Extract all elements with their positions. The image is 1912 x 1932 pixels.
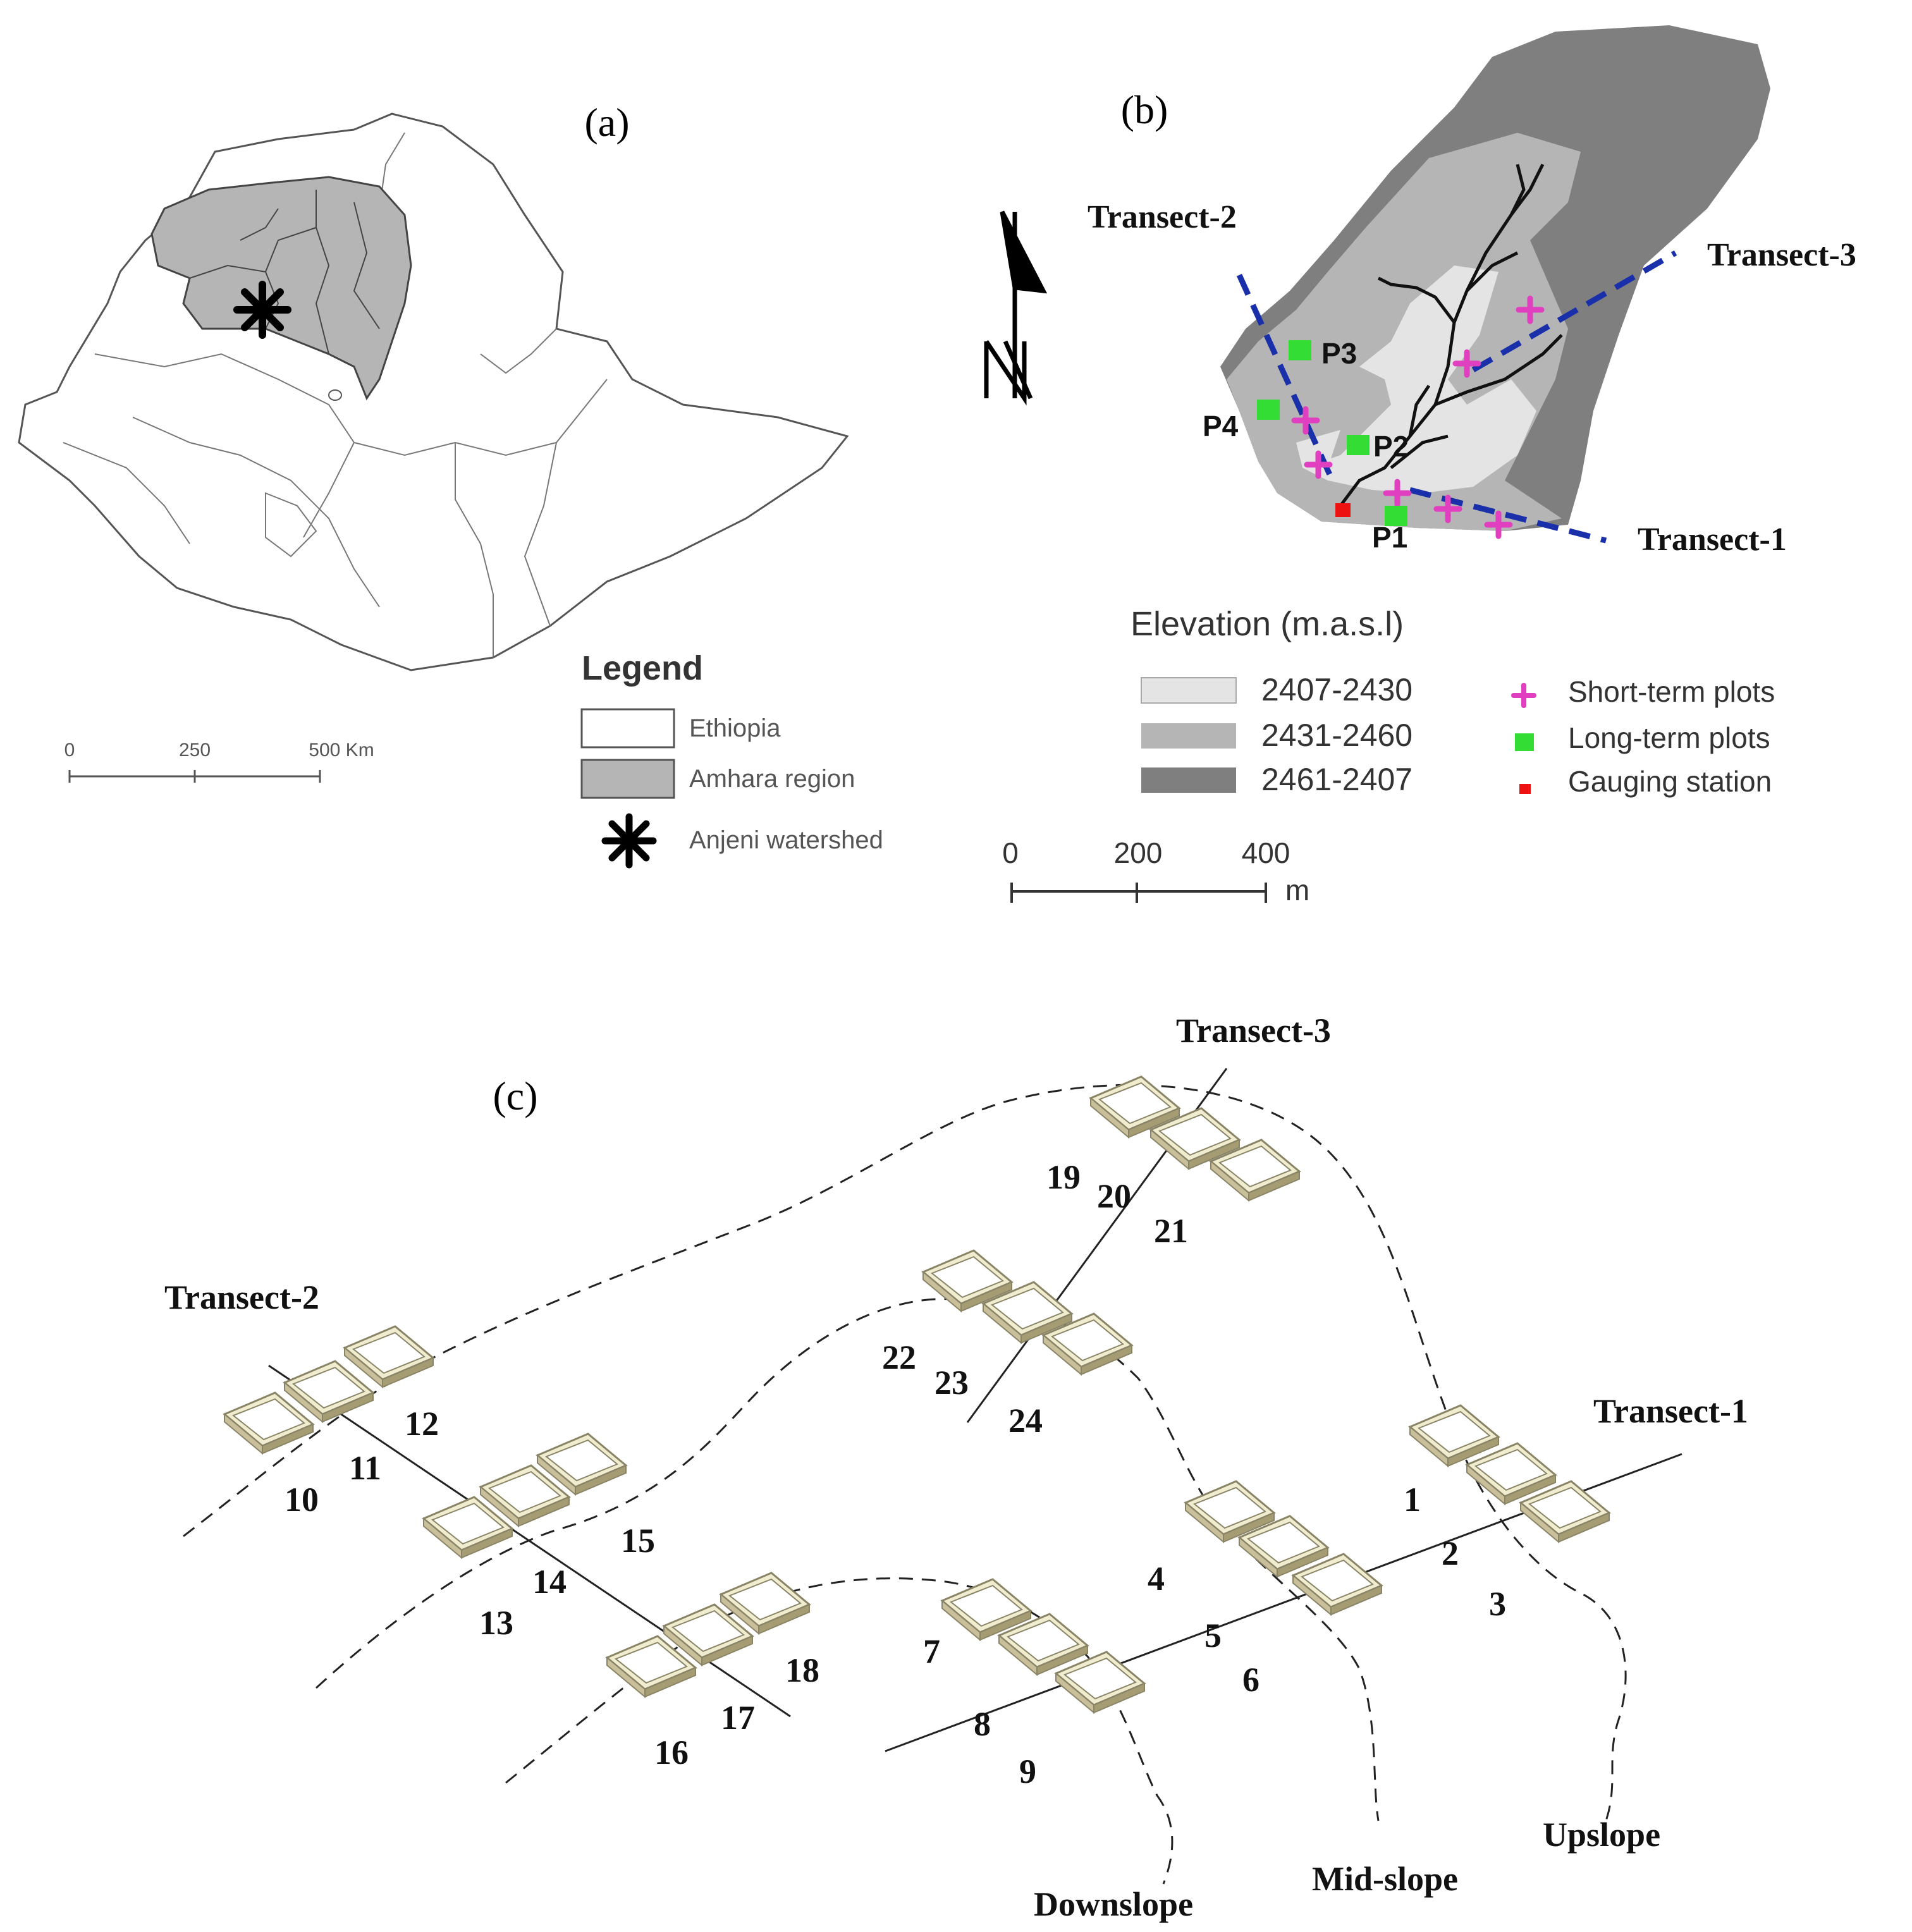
plot-number: 3 [1489,1585,1506,1623]
legend-label-ethiopia: Ethiopia [689,714,781,742]
legend-swatch-ethiopia [580,708,675,749]
lake [328,389,342,401]
scale-bar-b: 0 200 400 m [1002,836,1309,907]
scale-a-tick-0: 0 [64,740,75,761]
panel-b-label: (b) [1121,87,1168,132]
plot-number: 20 [1097,1177,1131,1215]
long-term-plot-markers [1257,340,1407,526]
panel-c-label: (c) [493,1073,537,1118]
plot-number: 23 [935,1364,969,1402]
amhara-zones [189,190,380,355]
legend-label-elev-1: 2407-2430 [1261,672,1413,707]
legend-label-amhara: Amhara region [689,765,855,793]
transect-label-b-1: Transect-1 [1638,522,1787,558]
plot-number: 18 [785,1651,819,1689]
asterisk-icon [233,281,291,339]
legend-a: Legend Ethiopia Amhara region Anjeni wat… [580,649,883,869]
plot-number: 12 [405,1405,439,1443]
plot-number: 5 [1204,1617,1222,1654]
north-arrow-icon [984,211,1048,406]
plot-number: 22 [882,1338,916,1376]
legend-label-elev-2: 2431-2460 [1261,718,1413,753]
plot-number: 7 [923,1632,940,1670]
plot-number: 15 [621,1522,655,1560]
amhara-region [150,176,412,401]
elevation-zone-low-2 [1296,430,1340,468]
panel-c: (c) [164,1012,1748,1923]
transect-label-b-2: Transect-2 [1088,199,1237,235]
slope-label-midslope: Mid-slope [1312,1860,1458,1898]
legend-label-elev-3: 2461-2407 [1261,762,1413,797]
panel-b: (b) [984,25,1856,907]
legend-swatch-elev-3 [1141,767,1236,793]
plot-number: 19 [1046,1158,1081,1196]
legend-small-square-icon [1519,784,1531,794]
scale-bar-a: 0 250 500 Km [64,740,374,783]
transect-label-c-2: Transect-2 [164,1278,319,1316]
scale-b-tick-2: 400 [1242,836,1290,869]
transect-label-c-3: Transect-3 [1176,1012,1331,1049]
plot-number: 11 [349,1449,381,1487]
ethiopia-outline [18,113,849,671]
transect-lines-c [268,1068,1682,1752]
panel-a: (a) [18,100,883,869]
plot-label-p2: P2 [1373,430,1409,463]
panel-a-label: (a) [584,100,629,145]
plot-number: 17 [721,1699,755,1737]
plot-number: 13 [479,1604,513,1642]
legend-b-title: Elevation (m.a.s.l) [1131,605,1404,643]
transect-label-b-3: Transect-3 [1707,237,1856,273]
legend-swatch-amhara [580,759,675,799]
plot-number: 16 [654,1733,689,1771]
plot-number: 4 [1148,1560,1165,1598]
legend-label-gauging: Gauging station [1568,765,1772,798]
plot-number: 14 [532,1563,567,1601]
transect-lines-b [1236,250,1677,544]
legend-a-title: Legend [582,649,703,687]
region-boundaries [63,132,608,657]
legend-b: Elevation (m.a.s.l) 2407-2430 2431-2460 … [1131,605,1775,798]
streams [1339,163,1563,507]
legend-label-anjeni: Anjeni watershed [689,826,883,854]
scale-b-unit: m [1285,874,1309,907]
legend-asterisk-icon [601,813,657,869]
short-term-plot-markers [1291,295,1545,539]
slope-label-downslope: Downslope [1034,1885,1193,1923]
scale-b-tick-0: 0 [1002,836,1019,869]
plot-number: 2 [1442,1534,1459,1572]
plot-number: 9 [1019,1752,1036,1790]
plot-number: 6 [1242,1661,1259,1699]
plot-numbers: 1 2 3 4 5 6 7 8 9 10 11 12 13 14 15 16 1… [285,1158,1506,1790]
legend-label-short-term: Short-term plots [1568,675,1775,708]
scale-b-tick-1: 200 [1114,836,1163,869]
legend-label-long-term: Long-term plots [1568,721,1770,754]
legend-square-icon [1515,733,1534,751]
scale-a-tick-1: 250 [179,740,211,761]
plot-number: 10 [285,1481,319,1519]
plot-number: 1 [1404,1481,1421,1519]
plot-frames [223,1075,1610,1714]
scale-a-tick-2: 500 Km [309,740,374,761]
legend-swatch-elev-1 [1141,677,1237,704]
plot-number: 24 [1008,1402,1043,1440]
legend-plus-icon [1511,683,1536,708]
slope-label-upslope: Upslope [1543,1816,1660,1854]
plot-label-p3: P3 [1321,337,1357,370]
plot-number: 21 [1154,1212,1188,1250]
legend-swatch-elev-2 [1141,723,1236,749]
plot-label-p4: P4 [1203,410,1239,443]
gauging-station-marker [1335,503,1351,517]
plot-number: 8 [974,1705,991,1743]
plot-label-p1: P1 [1372,521,1407,554]
transect-label-c-1: Transect-1 [1593,1392,1748,1430]
